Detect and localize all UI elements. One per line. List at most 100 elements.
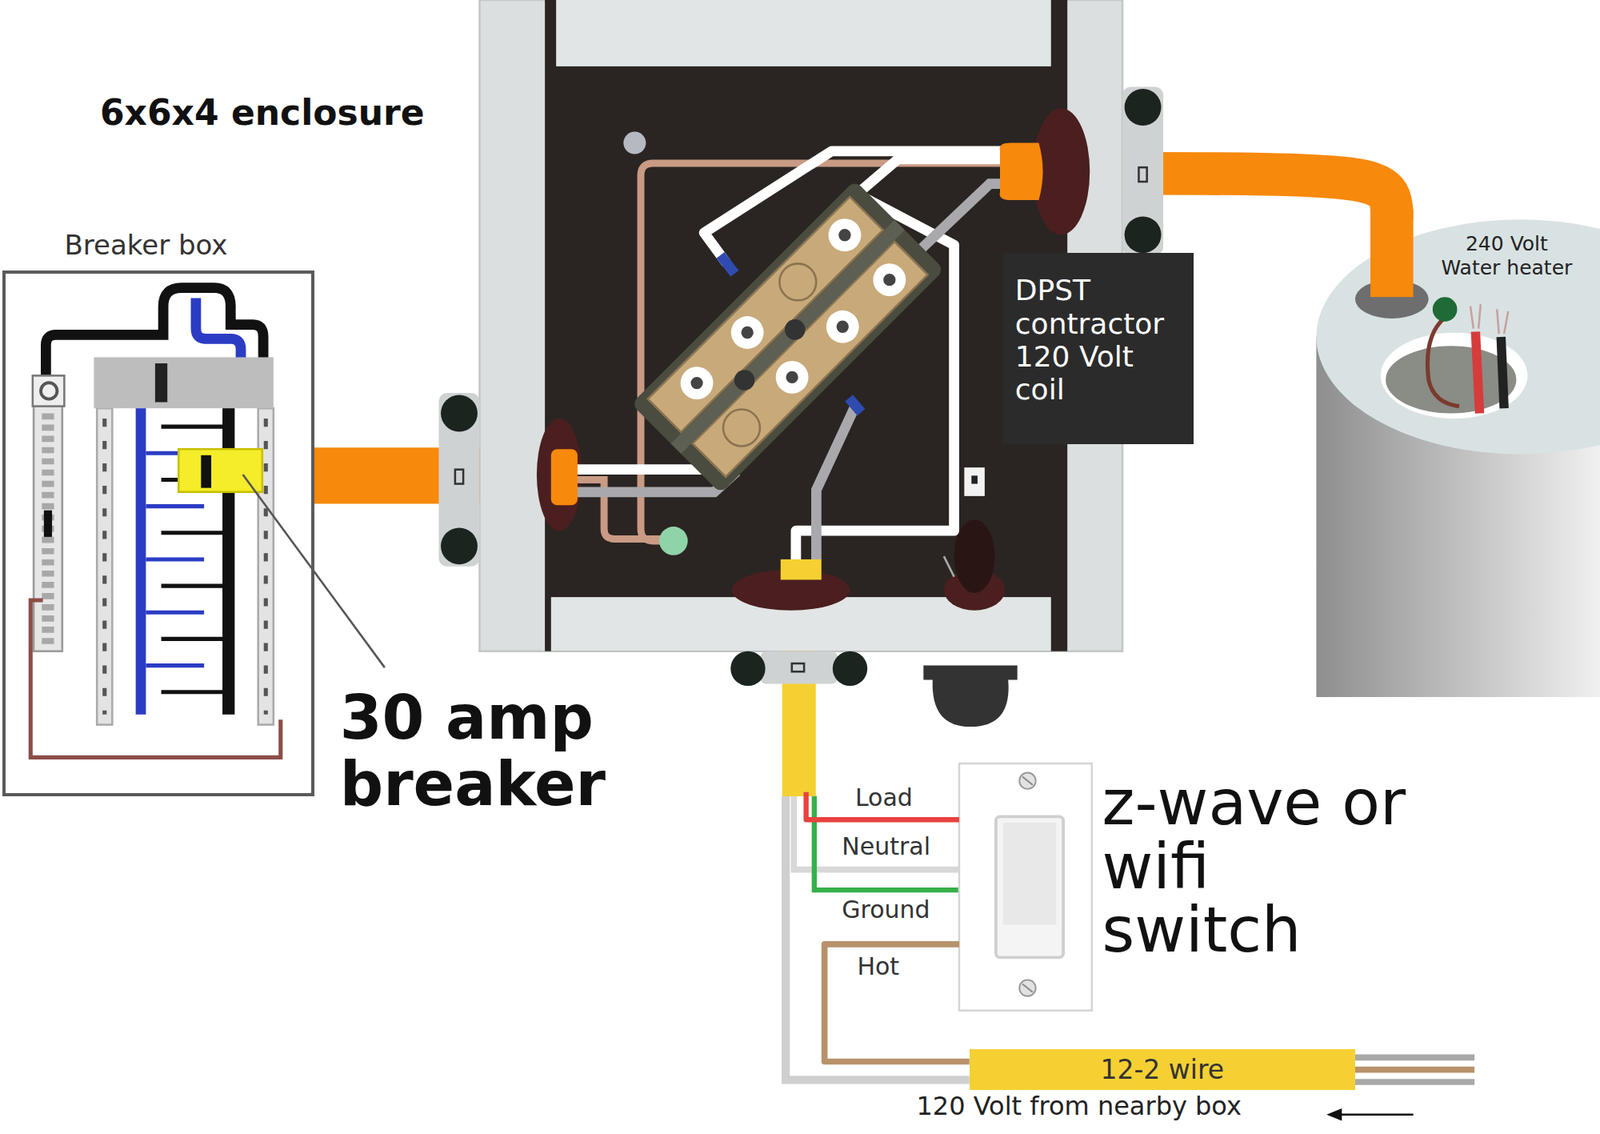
clamp-nut [1124,216,1162,253]
neutral-wire [785,796,970,1080]
wire-label: Load [855,785,913,810]
wire-label: Hot [856,954,900,979]
switch-label: z-wave or wifi switch [1102,771,1418,963]
neutral-bar [96,408,112,724]
panel-back [4,272,312,795]
screw-slot [1022,776,1033,785]
terminal-screw [688,374,706,392]
ground-bar [33,377,63,652]
terminal [673,360,720,407]
breaker-box-heading: Breaker box [64,228,228,262]
clamp-body [438,392,480,567]
clamp-nut [1124,88,1162,126]
ground-wire [30,600,281,757]
conduit-clamp [1122,86,1164,255]
contactor-bar [671,220,905,454]
wire-label: Ground [841,897,930,922]
cable-wire [1355,1066,1475,1073]
water-heater-art [1316,208,1600,697]
heater-label: 240 Volt Water heater [1436,232,1577,280]
ground-screw [40,382,57,399]
breaker-panel-art [4,272,312,795]
clamp-nut [440,527,478,564]
cable-wire [1355,1078,1475,1085]
screw-slot [1022,984,1033,992]
ground-bar-wire [44,510,52,537]
terminal [821,212,868,259]
clamp-slot [1138,167,1147,182]
ground-lug [32,375,65,406]
wire-label: Neutral [841,834,931,859]
contactor-label-box: DPST contractor 120 Volt coil [1003,252,1195,444]
conduit-clamp [438,392,480,567]
coil-terminal [730,365,760,395]
contactor-label: DPST contractor 120 Volt coil [1015,273,1177,407]
plate-screw [1019,979,1036,996]
clamp-nut [730,651,765,686]
grey-wire [816,406,855,560]
clamp-nut [440,395,478,432]
service-wire [196,297,241,360]
water-heater: 240 Volt Water heater [1316,219,1600,697]
ground-bar-holes [41,413,54,646]
terminal-screw [783,368,801,387]
main-breaker-handle [155,363,168,402]
wire-end [848,397,861,412]
clamp-slot [455,469,464,484]
contactor [631,180,944,493]
main-breaker [93,356,273,408]
neutral-bar-holes [264,418,268,715]
wire-strands [1470,304,1508,334]
mounting-screw [623,132,646,155]
terminal [772,256,824,308]
terminal [866,256,913,304]
ground-wire [814,796,960,890]
cable-label: 12-2 wire [1100,1053,1224,1086]
terminal [819,303,866,350]
wire-end [720,255,736,274]
knockout-plug [923,665,1017,728]
cable-band: 12-2 wire [969,1048,1356,1090]
coil-terminal [780,315,810,344]
conduit-end [1370,208,1414,297]
breaker-box: Breaker box [2,270,315,796]
heater-wire [1500,336,1504,408]
clamp-slot [792,663,804,672]
bus-bar [136,408,147,715]
terminal-block [692,241,928,477]
clamp-body [1122,86,1164,255]
terminal-screw [833,317,852,336]
wire-end [944,556,955,577]
ground-wire [1427,318,1460,407]
enclosure-heading: 6x6x4 enclosure [100,92,425,135]
enclosure-interior [544,0,1068,652]
wall-plate [959,763,1092,1011]
coil-tab [964,467,985,496]
switch-plate [959,763,1092,1011]
cable-clamp [730,651,868,686]
callout-label: 30 amp breaker [340,684,644,818]
terminal-screw [738,324,756,342]
conduit-fitting [551,448,578,505]
clamp-body [760,651,838,684]
terminal [716,401,768,454]
coil-tab-hole [971,475,978,484]
ground-screw [1432,296,1458,322]
arrow-head [1326,1108,1342,1120]
knockout [536,418,582,531]
breaker-handle [200,455,212,488]
neutral-bar-holes [102,418,107,715]
heater-wire [1475,332,1480,414]
ground-screw [659,526,688,556]
conduit-fitting [1000,143,1044,200]
terminal-screw [836,226,854,244]
terminal [768,354,816,401]
terminal-screw [880,271,899,289]
arrow-line [1338,1112,1413,1116]
hot-wire [824,944,970,1062]
contactor-base [631,180,944,493]
source-note: 120 Volt from nearby box [916,1092,1241,1120]
cable-connector [780,559,822,580]
plate-screw [1019,772,1036,788]
